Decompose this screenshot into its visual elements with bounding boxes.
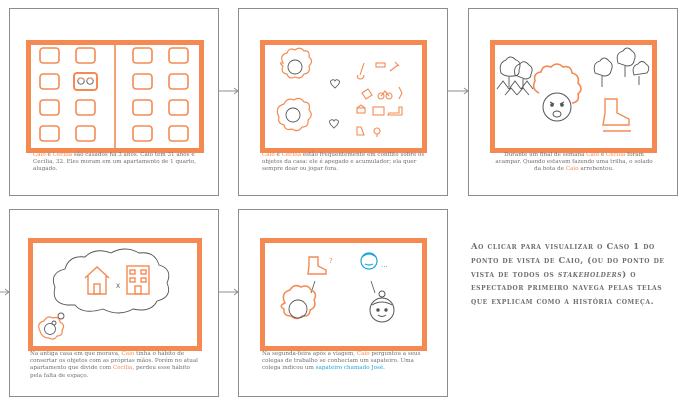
panel-5-caption: Na segunda-feira após a viagem, Caio per… — [262, 351, 430, 373]
caption-segment: Caio — [356, 351, 370, 357]
caption-segment: tinha o hábito de consertar os objetos c… — [30, 351, 198, 372]
trees-icon — [499, 47, 650, 89]
boot-question-icon — [307, 256, 327, 275]
conflict-scene — [260, 40, 427, 153]
heart-icon — [330, 79, 340, 89]
caption-segment: arrebentou. — [578, 166, 614, 173]
storyboard-panel-3[interactable]: Durante um final de semana Caio e Cecíli… — [468, 8, 678, 196]
caption-segment: Cecília — [112, 365, 133, 372]
caption-segment: . — [383, 365, 385, 372]
caption-segment: , perdeu esse hábito pela falta de espaç… — [30, 365, 190, 379]
caption-segment: perguntou a seus colegas de trabalho se … — [262, 351, 421, 372]
thought-cloud-icon — [51, 248, 170, 326]
broken-boot-icon — [602, 98, 631, 132]
explanation-segment: ) o espectador primeiro navega pelas tel… — [471, 268, 663, 307]
storyboard-panel-1[interactable]: Caio e Cecília são casados há 3 anos. Ca… — [9, 8, 219, 196]
caption-segment: e — [45, 152, 53, 158]
versus-label: X — [116, 283, 120, 290]
caption-segment: e — [599, 152, 606, 158]
cecilia-face-icon — [276, 97, 312, 132]
apartment-floorplan-icon — [39, 45, 189, 148]
apartment-building-icon — [126, 265, 150, 295]
caption-segment: estão frequentemente em conflito sobre o… — [262, 152, 425, 173]
explanation-text: Ao clicar para visualizar o Caso 1 do po… — [471, 240, 671, 309]
storyboard-panel-4[interactable]: X Na antiga casa em que morava, Caio tin… — [9, 209, 219, 397]
house-vs-apartment-scene: X — [28, 238, 202, 351]
explanation-segment: Ao clicar para visualizar o Caso 1 do po… — [471, 241, 665, 279]
colleague-face-icon — [369, 290, 395, 323]
caption-segment: Caio — [121, 351, 135, 357]
caio-face-icon — [279, 47, 313, 79]
caption-segment: Durante um final de semana — [504, 152, 587, 158]
caption-segment: Caio — [586, 152, 600, 158]
caio-face-icon — [280, 284, 317, 320]
storyboard-panel-2[interactable]: Caio e Cecília estão frequentemente em c… — [238, 8, 448, 196]
house-icon — [84, 266, 110, 295]
caption-segment: Caio — [33, 152, 46, 158]
connector-arrow-4 — [219, 288, 239, 296]
asking-colleagues-scene: ? ... — [260, 238, 427, 351]
caption-segment: Na segunda-feira após a viagem, — [262, 351, 357, 357]
ellipsis-label: ... — [381, 261, 388, 269]
question-mark: ? — [329, 257, 333, 265]
panel-3-caption: Durante um final de semana Caio e Cecíli… — [495, 152, 653, 174]
camping-scene — [490, 40, 657, 153]
connector-arrow-1 — [219, 87, 239, 95]
caption-segment: são casados há 3 anos. Caio tem 31 anos … — [33, 152, 197, 173]
apartment-scene — [26, 40, 204, 153]
panel-4-caption: Na antiga casa em que morava, Caio tinha… — [30, 351, 200, 380]
broken-heart-icon — [329, 119, 339, 129]
caption-segment: Cecília — [52, 152, 73, 158]
explanation-segment: stakeholders — [557, 268, 623, 279]
caption-segment: Caio — [565, 166, 579, 173]
connector-arrow-3 — [0, 288, 10, 296]
storyboard-panel-5[interactable]: ? ... Na segunda-feira após a viagem, Ca — [238, 209, 448, 397]
caption-segment: Na antiga casa em que morava, — [30, 351, 122, 357]
caption-segment: Cecília — [281, 152, 302, 158]
caption-segment: Caio — [262, 152, 275, 158]
caption-segment: e — [274, 152, 282, 158]
caio-thinking-face-icon — [38, 316, 65, 340]
caio-face-icon — [532, 63, 582, 104]
colleague-thinking-face-icon — [360, 252, 378, 270]
tents-icon — [496, 80, 534, 96]
worried-face-icon — [542, 92, 572, 122]
caption-segment: foram acampar. Quando estavam fazendo um… — [495, 152, 653, 173]
panel-1-caption: Caio e Cecília são casados há 3 anos. Ca… — [33, 152, 198, 174]
caption-segment: Cecília — [605, 152, 626, 158]
household-objects-icons — [356, 61, 403, 137]
couple-window-icon — [77, 77, 94, 85]
panel-2-caption: Caio e Cecília estão frequentemente em c… — [262, 152, 427, 174]
connector-arrow-2 — [448, 87, 469, 95]
caption-segment: sapateiro chamado José — [315, 365, 384, 372]
